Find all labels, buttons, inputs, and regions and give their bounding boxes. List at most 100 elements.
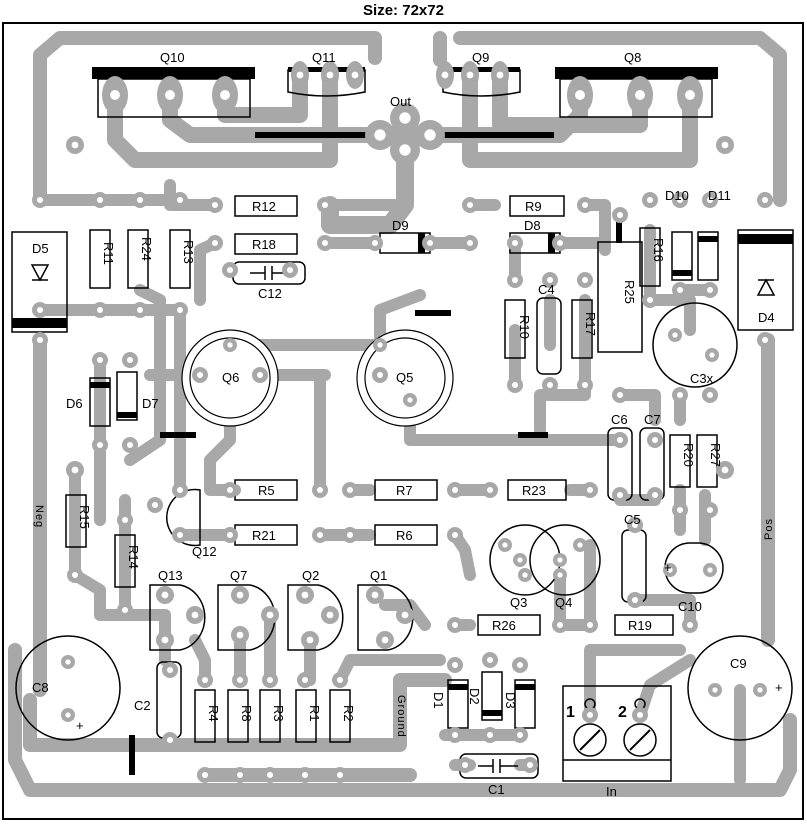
r2-body bbox=[329, 689, 351, 743]
drill-hole bbox=[451, 486, 459, 494]
d7-body bbox=[116, 371, 138, 421]
drill-hole bbox=[121, 606, 129, 614]
r3-body bbox=[259, 689, 281, 743]
label-r24: R24 bbox=[139, 237, 154, 261]
drill-hole bbox=[706, 506, 714, 514]
q5-heatsink bbox=[356, 329, 454, 427]
drill-hole bbox=[377, 342, 383, 348]
drill-hole bbox=[424, 129, 436, 141]
drill-hole bbox=[316, 486, 324, 494]
drill-hole bbox=[201, 771, 209, 779]
drill-hole bbox=[651, 436, 659, 444]
r26-body bbox=[477, 614, 541, 636]
drill-hole bbox=[166, 666, 174, 674]
c3x-body bbox=[652, 302, 738, 388]
drill-hole bbox=[707, 567, 713, 573]
q10-heatsink-tab bbox=[92, 67, 255, 79]
label-q4: Q4 bbox=[555, 595, 572, 610]
drill-hole bbox=[451, 731, 459, 739]
drill-hole bbox=[581, 201, 589, 209]
q13-body bbox=[149, 584, 206, 651]
label-q13: Q13 bbox=[158, 568, 183, 583]
drill-hole bbox=[426, 239, 434, 247]
drill-hole bbox=[461, 761, 469, 769]
drill-hole bbox=[96, 441, 104, 449]
drill-hole bbox=[201, 676, 209, 684]
drill-hole bbox=[441, 71, 449, 79]
terminal-block-body bbox=[562, 685, 672, 782]
q1-body bbox=[357, 584, 414, 651]
drill-hole bbox=[706, 196, 714, 204]
drill-hole bbox=[706, 286, 714, 294]
label-d10: D10 bbox=[665, 188, 689, 203]
drill-hole bbox=[401, 611, 409, 619]
r27-body bbox=[696, 434, 718, 488]
c9-body bbox=[687, 635, 793, 741]
drill-hole bbox=[376, 371, 384, 379]
d10-body bbox=[671, 231, 693, 281]
drill-hole bbox=[351, 71, 359, 79]
drill-hole bbox=[176, 196, 184, 204]
pads bbox=[32, 61, 773, 783]
drill-hole bbox=[616, 391, 624, 399]
label-r1: R1 bbox=[307, 705, 322, 722]
drill-hole bbox=[575, 90, 585, 100]
label-q12: Q12 bbox=[192, 544, 217, 559]
drill-hole bbox=[226, 531, 234, 539]
drill-hole bbox=[36, 306, 44, 314]
label-d5: D5 bbox=[32, 241, 49, 256]
drill-hole bbox=[646, 196, 654, 204]
drill-hole bbox=[266, 676, 274, 684]
label-neg: Neg bbox=[33, 505, 45, 528]
drill-hole bbox=[546, 276, 554, 284]
drill-hole bbox=[706, 391, 714, 399]
drill-hole bbox=[71, 466, 79, 474]
drill-hole bbox=[407, 397, 413, 403]
label-d3: D3 bbox=[503, 692, 518, 709]
c8-body bbox=[15, 635, 121, 741]
drill-hole bbox=[71, 571, 79, 579]
drill-hole bbox=[301, 591, 309, 599]
drill-hole bbox=[586, 711, 594, 719]
r11-body bbox=[89, 229, 111, 289]
drill-hole bbox=[65, 659, 71, 665]
r7-body bbox=[374, 479, 438, 501]
label-d11: D11 bbox=[708, 188, 731, 203]
drill-hole bbox=[321, 239, 329, 247]
label-terminal-1: 1 bbox=[566, 704, 575, 721]
label-r16: R16 bbox=[651, 238, 666, 262]
label-c8-plus: + bbox=[76, 718, 84, 733]
drill-hole bbox=[321, 201, 329, 209]
d11-body bbox=[697, 231, 719, 281]
drill-hole bbox=[226, 266, 234, 274]
drill-hole bbox=[371, 591, 379, 599]
drill-hole bbox=[227, 342, 233, 348]
drill-hole bbox=[672, 332, 678, 338]
drill-hole bbox=[211, 239, 219, 247]
d4-body bbox=[737, 229, 794, 331]
drill-hole bbox=[136, 306, 144, 314]
component-labels: Q10 Q11 Q9 Q8 Out R12 R18 R9 D9 D8 D10 D… bbox=[32, 50, 783, 799]
r19-body bbox=[614, 614, 674, 636]
label-r2: R2 bbox=[341, 705, 356, 722]
label-d7: D7 bbox=[142, 396, 159, 411]
drill-hole bbox=[586, 486, 594, 494]
label-r11: R11 bbox=[101, 242, 116, 265]
label-c9: C9 bbox=[730, 656, 747, 671]
drill-hole bbox=[126, 441, 134, 449]
d6-body bbox=[89, 377, 111, 427]
r9-body bbox=[509, 195, 565, 217]
label-q9: Q9 bbox=[472, 50, 489, 65]
label-c1: C1 bbox=[488, 782, 505, 797]
label-r14: R14 bbox=[126, 545, 141, 569]
drill-hole bbox=[581, 276, 589, 284]
drill-hole bbox=[486, 731, 494, 739]
label-r27: R27 bbox=[708, 443, 723, 467]
drill-hole bbox=[266, 771, 274, 779]
r14-body bbox=[114, 534, 136, 588]
drill-hole bbox=[486, 486, 494, 494]
drill-hole bbox=[685, 90, 695, 100]
drill-hole bbox=[121, 516, 129, 524]
drill-hole bbox=[326, 611, 334, 619]
drill-hole bbox=[336, 771, 344, 779]
